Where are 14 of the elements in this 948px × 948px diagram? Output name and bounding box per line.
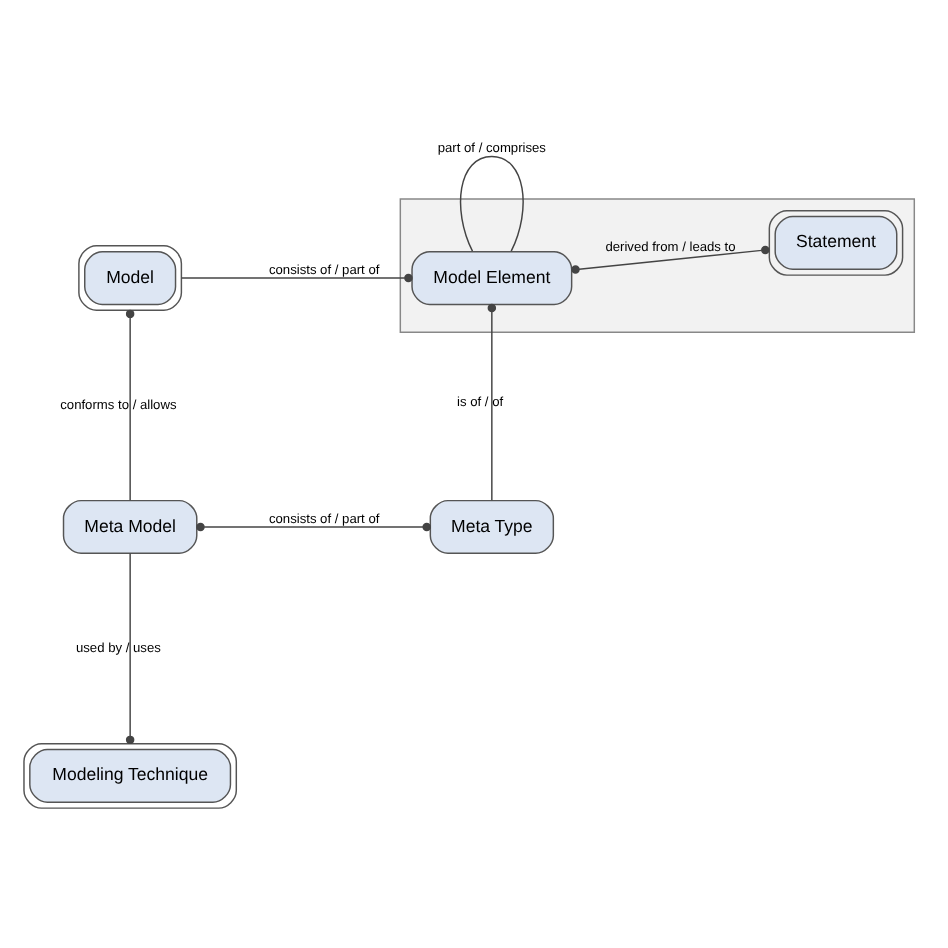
connector xyxy=(124,308,134,501)
node-box: Model xyxy=(77,244,182,310)
connector xyxy=(486,302,496,501)
node-box: Model Element xyxy=(410,249,572,305)
connector xyxy=(195,521,430,531)
connector xyxy=(570,244,769,273)
cluster xyxy=(398,197,915,332)
connector xyxy=(124,551,134,744)
node-box: Meta Type xyxy=(428,498,554,554)
node-box: Statement xyxy=(767,208,903,275)
connector xyxy=(458,154,523,251)
node-box: Meta Model xyxy=(61,498,197,554)
connector xyxy=(179,272,412,282)
node-box: Modeling Technique xyxy=(22,742,237,808)
